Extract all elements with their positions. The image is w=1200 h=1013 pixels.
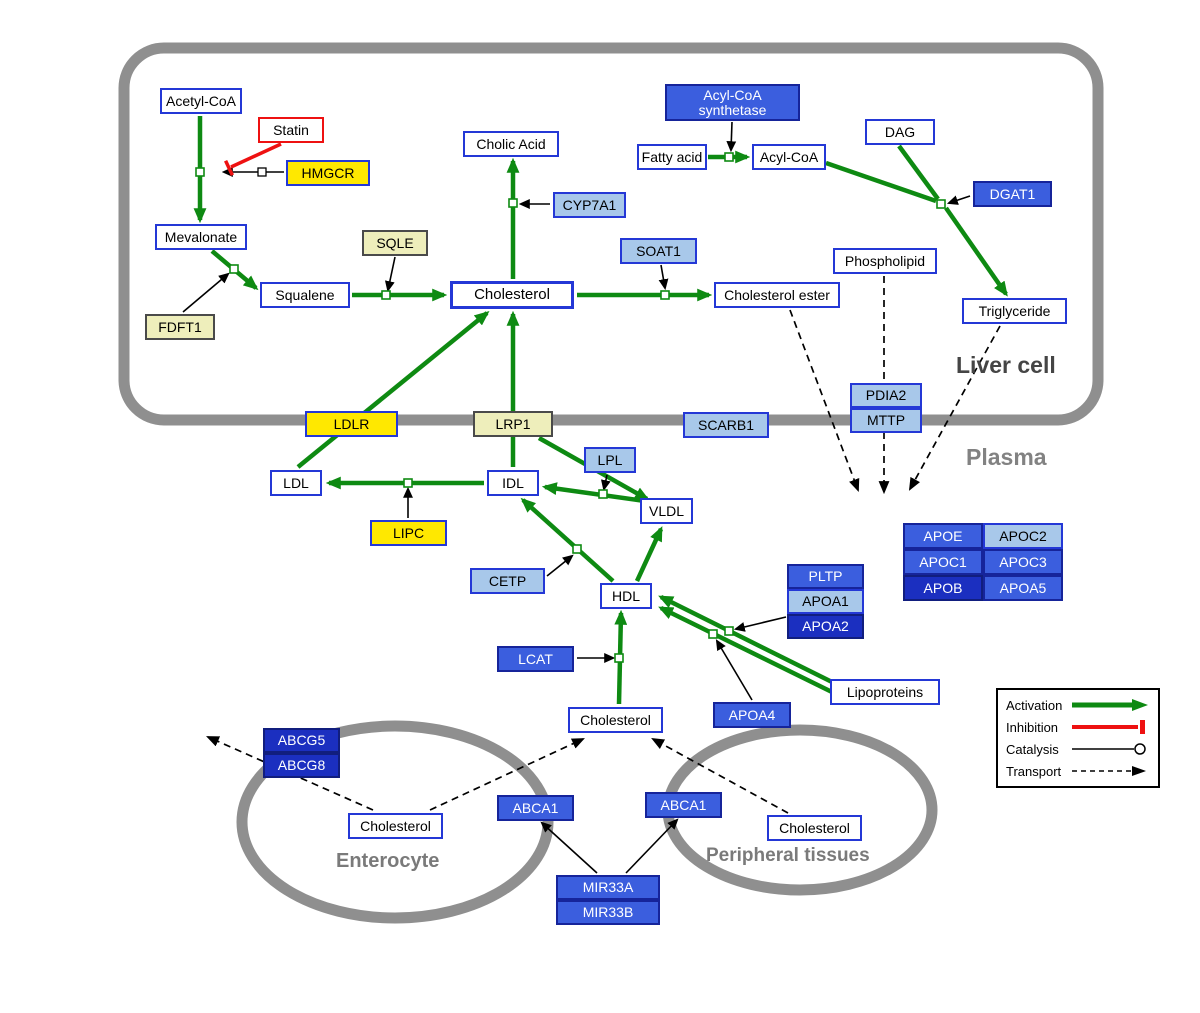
catalysis-edges bbox=[182, 121, 971, 874]
node-scarb1[interactable]: SCARB1 bbox=[683, 412, 769, 438]
node-lrp1[interactable]: LRP1 bbox=[473, 411, 553, 437]
legend: Activation Inhibition Catalysis Transpor… bbox=[996, 688, 1160, 788]
legend-row-inhibition: Inhibition bbox=[1006, 717, 1150, 737]
node-apoa2[interactable]: APOA2 bbox=[787, 614, 864, 639]
node-apob[interactable]: APOB bbox=[903, 575, 983, 601]
node-hdl[interactable]: HDL bbox=[600, 583, 652, 609]
peripheral-tissues-label: Peripheral tissues bbox=[706, 845, 870, 866]
node-cholic-acid[interactable]: Cholic Acid bbox=[463, 131, 559, 157]
node-acyl-coa-synthetase[interactable]: Acyl-CoA synthetase bbox=[665, 84, 800, 121]
node-mir33b[interactable]: MIR33B bbox=[556, 900, 660, 925]
node-soat1[interactable]: SOAT1 bbox=[620, 238, 697, 264]
node-pdia2[interactable]: PDIA2 bbox=[850, 383, 922, 408]
node-apoc3[interactable]: APOC3 bbox=[983, 549, 1063, 575]
node-apoc2[interactable]: APOC2 bbox=[983, 523, 1063, 549]
node-apoe[interactable]: APOE bbox=[903, 523, 983, 549]
node-squalene[interactable]: Squalene bbox=[260, 282, 350, 308]
legend-row-transport: Transport bbox=[1006, 761, 1150, 781]
node-dag[interactable]: DAG bbox=[865, 119, 935, 145]
node-fdft1[interactable]: FDFT1 bbox=[145, 314, 215, 340]
node-mttp[interactable]: MTTP bbox=[850, 408, 922, 433]
node-lipc[interactable]: LIPC bbox=[370, 520, 447, 546]
node-lpl[interactable]: LPL bbox=[584, 447, 636, 473]
node-dgat1[interactable]: DGAT1 bbox=[973, 181, 1052, 207]
legend-activation-label: Activation bbox=[1006, 697, 1063, 713]
node-cyp7a1[interactable]: CYP7A1 bbox=[553, 192, 626, 218]
node-mevalonate[interactable]: Mevalonate bbox=[155, 224, 247, 250]
node-triglyceride[interactable]: Triglyceride bbox=[962, 298, 1067, 324]
legend-row-activation: Activation bbox=[1006, 695, 1150, 715]
inhibition-tbar-icon bbox=[1072, 720, 1145, 734]
enterocyte-label: Enterocyte bbox=[336, 850, 440, 872]
node-mir33a[interactable]: MIR33A bbox=[556, 875, 660, 900]
node-hmgcr[interactable]: HMGCR bbox=[286, 160, 370, 186]
plasma-label: Plasma bbox=[966, 444, 1047, 470]
node-cholesterol-liver[interactable]: Cholesterol bbox=[450, 281, 574, 309]
node-cholesterol-ester[interactable]: Cholesterol ester bbox=[714, 282, 840, 308]
node-vldl[interactable]: VLDL bbox=[640, 498, 693, 524]
node-idl[interactable]: IDL bbox=[487, 470, 539, 496]
legend-catalysis-label: Catalysis bbox=[1006, 741, 1059, 757]
node-cholesterol-plasma[interactable]: Cholesterol bbox=[568, 707, 663, 733]
inhibition-edge bbox=[224, 142, 282, 177]
transport-dashed-arrow-icon bbox=[1072, 766, 1146, 776]
node-apoa4[interactable]: APOA4 bbox=[713, 702, 791, 728]
reaction-squares bbox=[195, 152, 946, 663]
catalysis-circle-icon bbox=[1072, 743, 1146, 755]
node-statin[interactable]: Statin bbox=[258, 117, 324, 143]
node-cholesterol-peripheral[interactable]: Cholesterol bbox=[767, 815, 862, 841]
node-acetyl-coa[interactable]: Acetyl-CoA bbox=[160, 88, 242, 114]
node-lipoproteins[interactable]: Lipoproteins bbox=[830, 679, 940, 705]
node-abca1-enterocyte[interactable]: ABCA1 bbox=[497, 795, 574, 821]
node-apoa1[interactable]: APOA1 bbox=[787, 589, 864, 614]
node-apoa5[interactable]: APOA5 bbox=[983, 575, 1063, 601]
legend-inhibition-label: Inhibition bbox=[1006, 719, 1059, 735]
node-ldlr[interactable]: LDLR bbox=[305, 411, 398, 437]
node-abcg5[interactable]: ABCG5 bbox=[263, 728, 340, 753]
node-acyl-coa[interactable]: Acyl-CoA bbox=[752, 144, 826, 170]
legend-row-catalysis: Catalysis bbox=[1006, 739, 1150, 759]
node-apoc1[interactable]: APOC1 bbox=[903, 549, 983, 575]
node-abca1-peripheral[interactable]: ABCA1 bbox=[645, 792, 722, 818]
node-sqle[interactable]: SQLE bbox=[362, 230, 428, 256]
node-cholesterol-enterocyte[interactable]: Cholesterol bbox=[348, 813, 443, 839]
catalysis-anchor-square bbox=[257, 167, 267, 177]
node-lcat[interactable]: LCAT bbox=[497, 646, 574, 672]
node-ldl[interactable]: LDL bbox=[270, 470, 322, 496]
liver-cell-membrane bbox=[118, 42, 1104, 426]
node-cetp[interactable]: CETP bbox=[470, 568, 545, 594]
activation-arrow-icon bbox=[1072, 699, 1148, 711]
node-abcg8[interactable]: ABCG8 bbox=[263, 753, 340, 778]
node-pltp[interactable]: PLTP bbox=[787, 564, 864, 589]
node-phospholipid[interactable]: Phospholipid bbox=[833, 248, 937, 274]
legend-transport-label: Transport bbox=[1006, 763, 1062, 779]
liver-cell-label: Liver cell bbox=[956, 352, 1056, 378]
node-fatty-acid[interactable]: Fatty acid bbox=[637, 144, 707, 170]
